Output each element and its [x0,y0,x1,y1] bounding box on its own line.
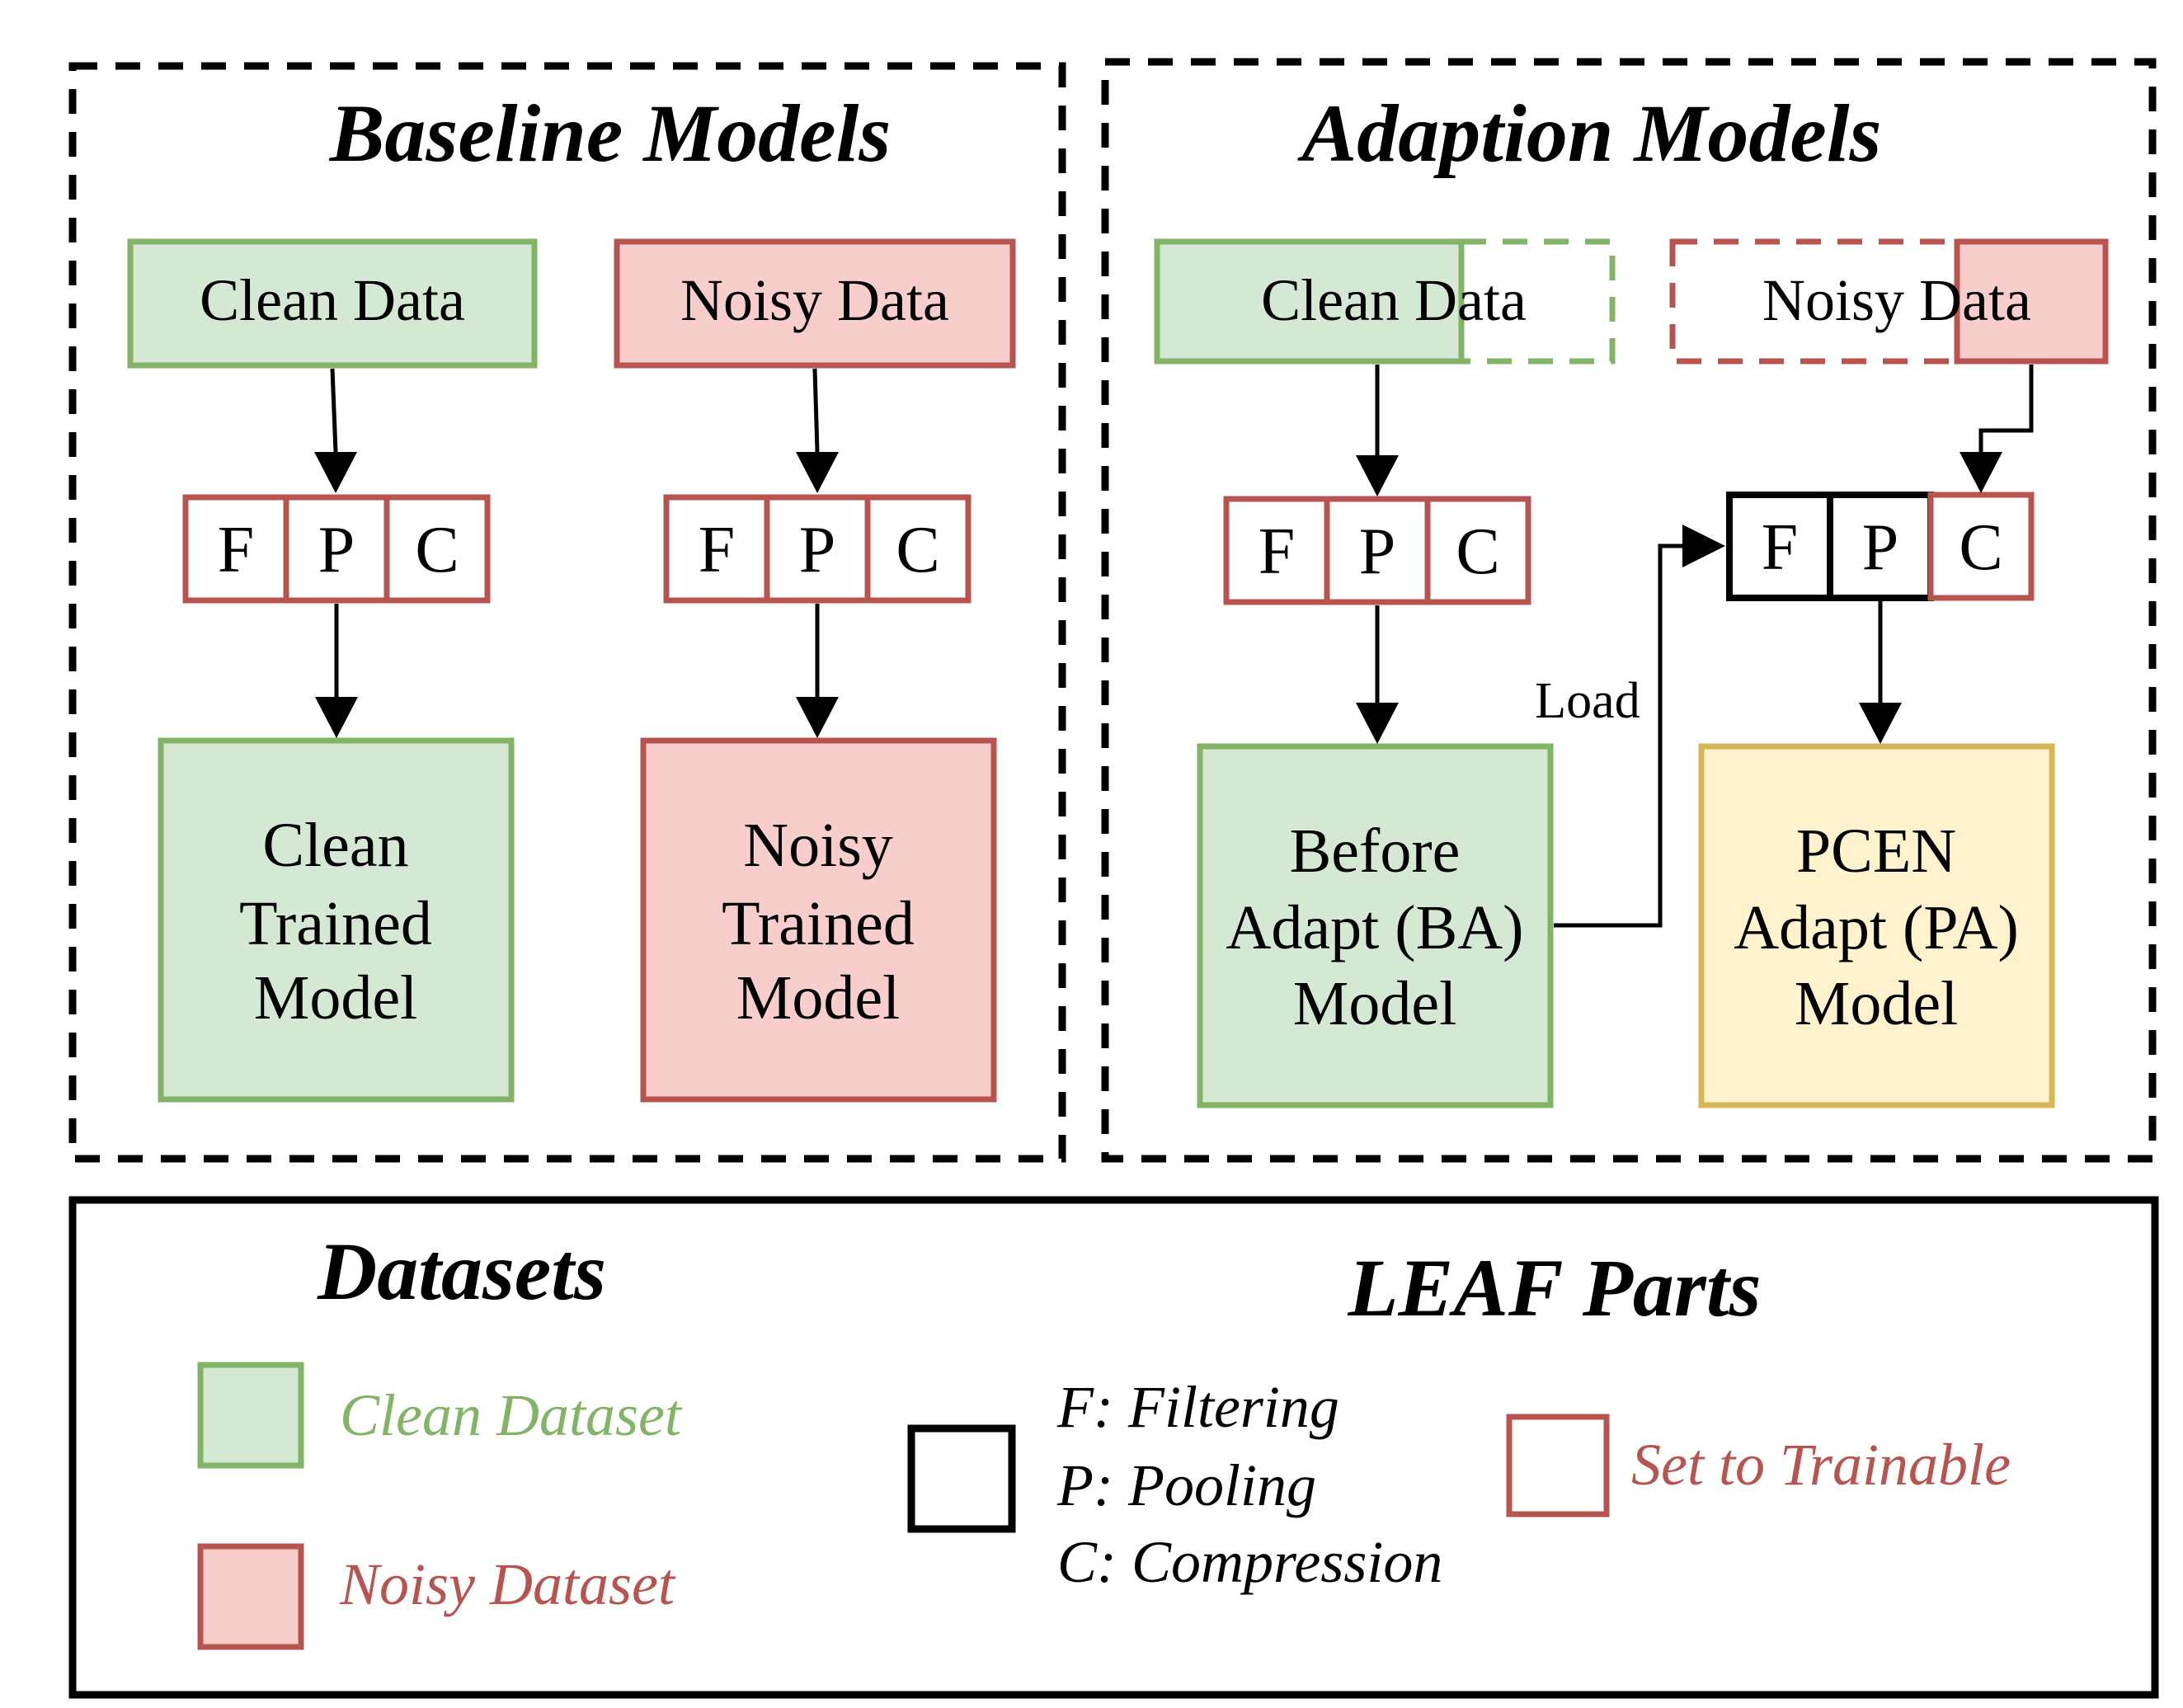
leaf-part-c-box [864,494,972,604]
leaf-part-f-label: F [218,514,255,586]
baseline-clean-leaf-block: F P C [182,494,491,604]
leaf-parts-title: LEAF Parts [1347,1242,1761,1334]
leaf-item-filtering: F: Filtering [1056,1374,1339,1440]
noisy-model-line-1: Noisy [743,811,893,880]
clean-dataset-swatch [197,1362,304,1469]
leaf-part-c-label: C [1959,511,2002,584]
leaf-item-pooling: P: Pooling [1056,1452,1316,1518]
arrow-noisy-to-c-head [1960,452,2002,493]
leaf-part-p-box [1827,492,1934,601]
leaf-part-f-label: F [1259,515,1296,588]
leaf-part-f-box [1726,492,1833,601]
pa-model-line-2: Adapt (PA) [1734,893,2019,962]
leaf-part-c-label: C [1456,515,1499,588]
trainable-swatch [1506,1414,1610,1517]
leaf-part-f-box [663,494,770,604]
ba-leaf-block: F P C [1223,496,1531,605]
leaf-item-compression: C: Compression [1057,1529,1442,1595]
baseline-clean-data-box [127,238,538,369]
arrow-adapt-clean-to-fpc-head [1356,455,1399,496]
clean-trained-model-box [158,737,515,1103]
noisy-dataset-label: Noisy Dataset [339,1551,676,1617]
adaption-group-border [1101,58,2157,1163]
trainable-label: Set to Trainable [1631,1432,2011,1498]
pa-leaf-block: F P C [1726,492,2035,601]
clean-dataset-label: Clean Dataset [340,1382,683,1448]
baseline-clean-data-label: Clean Data [200,267,465,333]
leaf-part-p-label: P [1862,511,1899,584]
adaption-noisy-data-box [1954,238,2109,365]
leaf-part-p-label: P [318,514,355,586]
arrow-clean-data-to-fpc-head [314,452,357,493]
arrow-noisy-to-c [1978,365,2034,452]
leaf-frozen-swatch [907,1424,1016,1533]
baseline-noisy-data-label: Noisy Data [680,267,949,333]
clean-model-line-2: Trained [239,889,432,958]
legend-box [68,1196,2159,1699]
baseline-title: Baseline Models [329,87,892,179]
arrow-load-connector-head [1682,525,1725,567]
datasets-title: Datasets [317,1226,606,1317]
ba-model-line-3: Model [1293,969,1456,1038]
leaf-part-f-label: F [699,514,736,586]
baseline-group-border [68,62,1066,1163]
clean-model-line-3: Model [254,963,417,1033]
leaf-part-c-label: C [415,514,459,586]
baseline-noisy-leaf-block: F P C [663,494,972,604]
arrow-clean-data-to-fpc [330,368,338,453]
adaption-clean-data-label: Clean Data [1261,267,1527,333]
leaf-part-c-box [383,494,491,604]
leaf-part-p-label: P [799,514,836,586]
arrow-clean-fpc-to-model-head [315,697,358,738]
adaption-noisy-data-label: Noisy Data [1762,267,2031,333]
arrow-pa-fpc-to-model-head [1859,703,1902,744]
pa-model-box [1698,743,2055,1108]
arrow-ba-fpc-to-model-head [1356,703,1399,744]
noisy-model-line-2: Trained [722,889,915,958]
noisy-dataset-swatch [197,1543,304,1650]
adaption-arrows [1375,365,2034,928]
ba-model-line-1: Before [1290,816,1461,886]
adaption-clean-data-dashed [1458,238,1616,365]
leaf-part-c-label: C [896,514,939,586]
load-label: Load [1535,673,1640,729]
leaf-part-f-box [182,494,289,604]
clean-model-line-1: Clean [262,811,408,880]
noisy-model-line-3: Model [736,963,900,1033]
baseline-arrows [314,368,839,738]
adaption-clean-data-box [1154,238,1465,365]
leaf-part-c-box [1424,496,1531,605]
arrow-noisy-data-to-fpc-head [796,452,839,493]
arrow-noisy-fpc-to-model-head [796,697,839,738]
noisy-trained-model-box [640,737,997,1103]
adaption-arrowheads [1356,452,2002,744]
adaption-title: Adaption Models [1297,87,1882,179]
adaption-noisy-data-dashed [1669,238,1960,365]
leaf-part-p-box [764,494,871,604]
arrow-load-connector [1554,543,1682,928]
arrow-noisy-data-to-fpc [812,368,820,453]
baseline-noisy-data-box [614,238,1016,369]
leaf-part-c-box [1927,492,2035,601]
leaf-part-f-label: F [1762,511,1799,584]
leaf-part-p-label: P [1359,515,1396,588]
ba-model-box [1197,743,1554,1108]
pa-model-line-1: PCEN [1796,816,1956,886]
leaf-part-f-box [1223,496,1330,605]
pa-model-line-3: Model [1795,969,1958,1038]
ba-model-line-2: Adapt (BA) [1226,893,1524,962]
